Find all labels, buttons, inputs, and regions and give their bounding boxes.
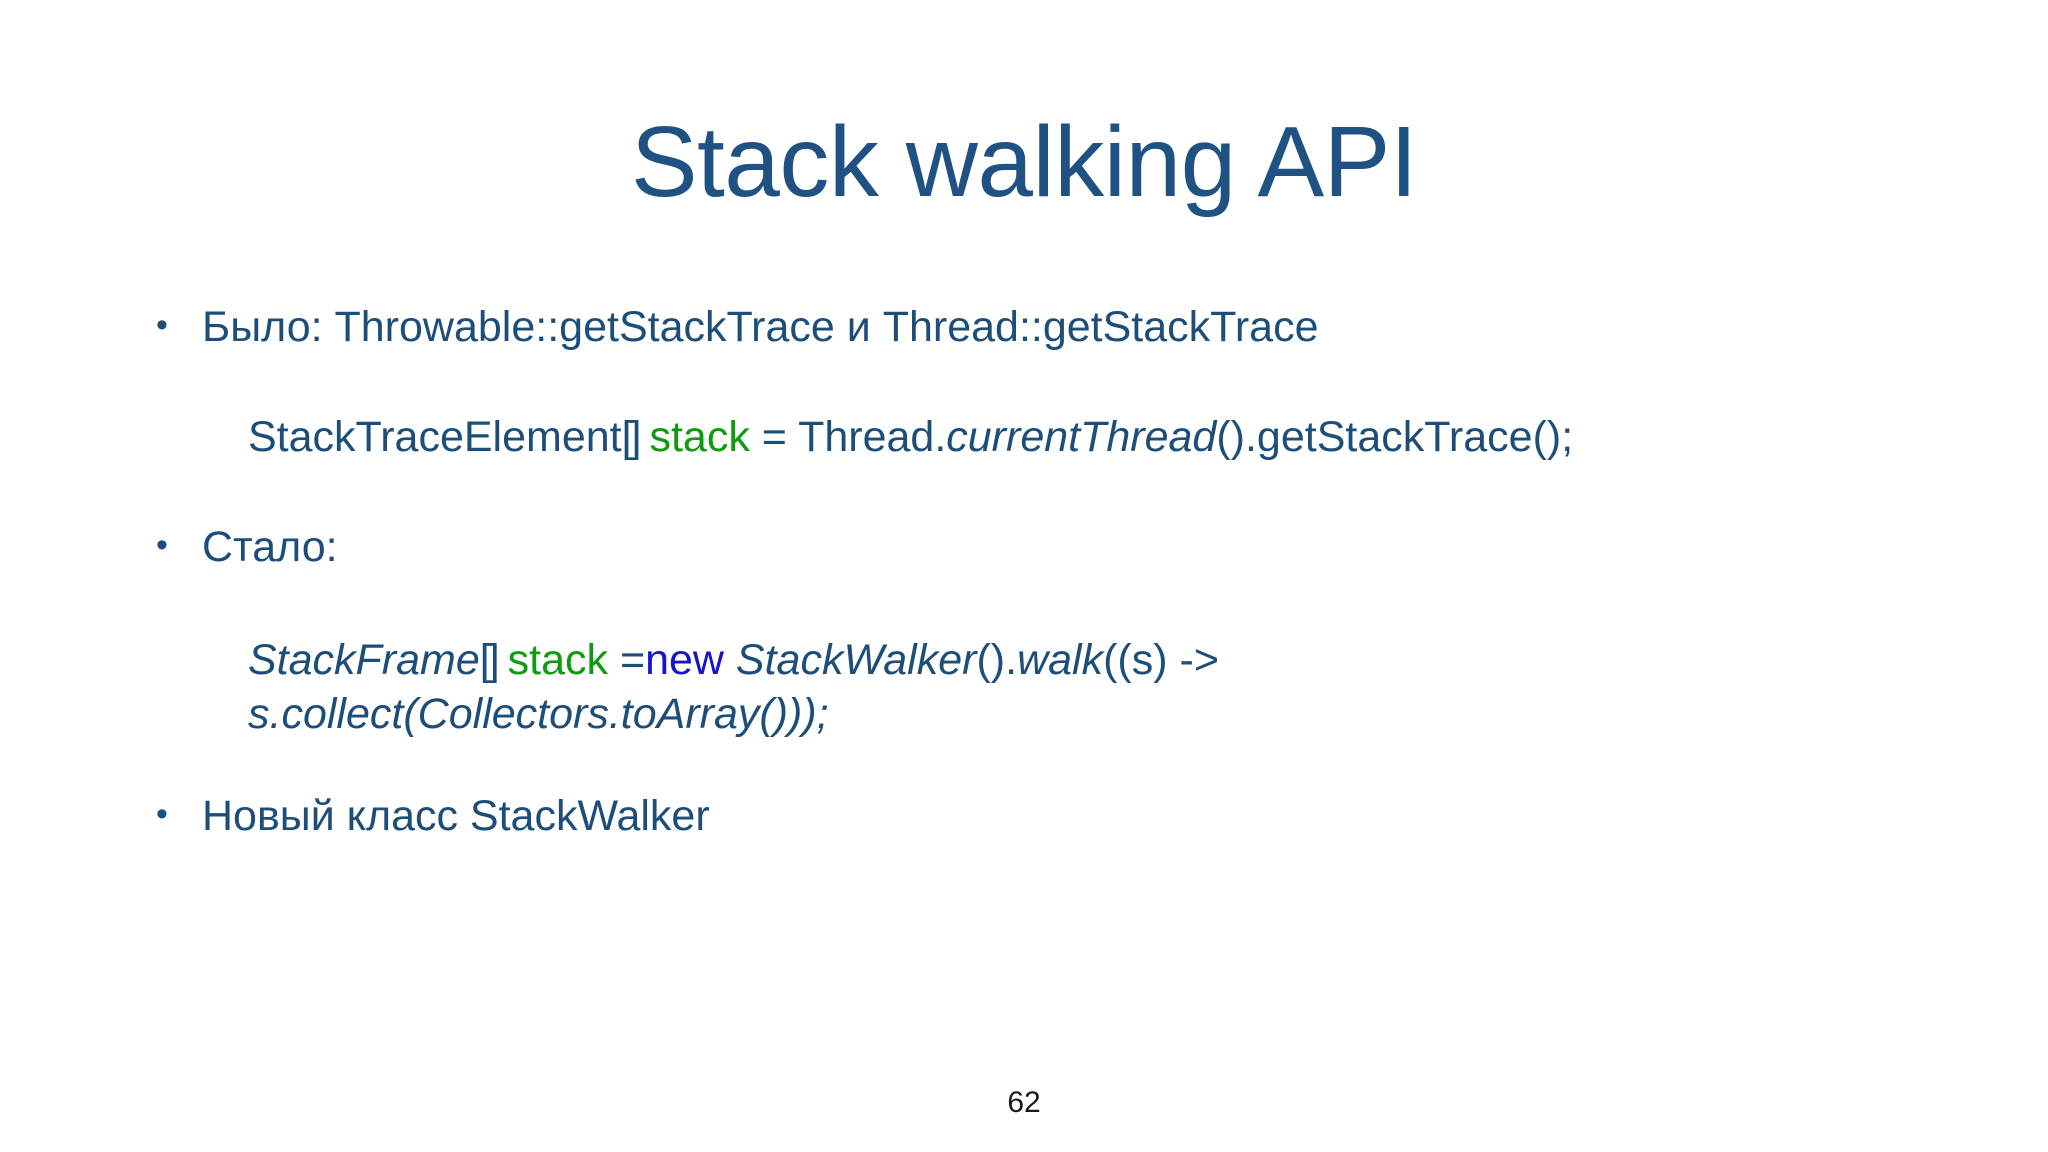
code-sample-new: StackFrame[] stack =new StackWalker().wa… xyxy=(148,633,1428,741)
code-old-method-current-thread: currentThread xyxy=(946,413,1217,462)
code-new-keyword-new: new xyxy=(645,635,724,684)
code-old-var: stack xyxy=(649,413,750,462)
code-new-method-collect: collect xyxy=(281,689,404,738)
code-new-call-open: (). xyxy=(976,635,1018,684)
bullet-item-new-class: • Новый класс StackWalker xyxy=(148,789,1968,843)
bullet-item-now: • Стало: xyxy=(148,520,1968,574)
code-old-brackets: [] xyxy=(621,413,642,462)
code-new-method-walk: walk xyxy=(1017,635,1104,684)
code-new-lambda-var: s. xyxy=(248,689,282,738)
code-new-dot: . xyxy=(608,689,621,738)
code-new-type: StackFrame xyxy=(248,635,480,684)
code-new-space xyxy=(724,636,736,684)
code-new-brackets: [] xyxy=(479,635,500,684)
code-new-method-toarray: toArray xyxy=(620,689,760,738)
bullet-dot-icon: • xyxy=(156,794,168,833)
code-new-tail: ())); xyxy=(759,689,829,738)
bullet-label-new-class: Новый класс StackWalker xyxy=(202,791,710,840)
page-number: 62 xyxy=(1007,1086,1041,1119)
code-new-assign: = xyxy=(608,635,646,684)
bullet-dot-icon: • xyxy=(156,306,168,344)
bullet-label-now: Стало: xyxy=(202,523,338,572)
bullet-item-was: • Было: Throwable::getStackTrace и Threa… xyxy=(148,300,1968,354)
bullet-label-was: Было: Throwable::getStackTrace и Thread:… xyxy=(202,303,1319,351)
code-new-lambda: ((s) -> xyxy=(1103,635,1219,684)
code-new-class-collectors: Collectors xyxy=(417,689,609,738)
code-old-type: StackTraceElement xyxy=(248,413,622,462)
code-new-class-stackwalker: StackWalker xyxy=(735,635,977,684)
slide-body: • Было: Throwable::getStackTrace и Threa… xyxy=(148,300,1968,843)
spacer-3 xyxy=(148,575,1968,633)
code-old-assign: = Thread. xyxy=(749,413,947,462)
bullet-dot-icon: • xyxy=(156,526,168,565)
code-sample-old: StackTraceElement[] stack = Thread.curre… xyxy=(148,410,1968,464)
spacer-2 xyxy=(148,464,1968,520)
spacer-1 xyxy=(148,354,1968,410)
page-title: Stack walking API xyxy=(630,106,1418,218)
code-new-paren-open: ( xyxy=(403,689,418,738)
spacer-4 xyxy=(148,741,1968,789)
code-old-tail: ().getStackTrace(); xyxy=(1216,413,1574,462)
code-new-var: stack xyxy=(507,635,609,684)
